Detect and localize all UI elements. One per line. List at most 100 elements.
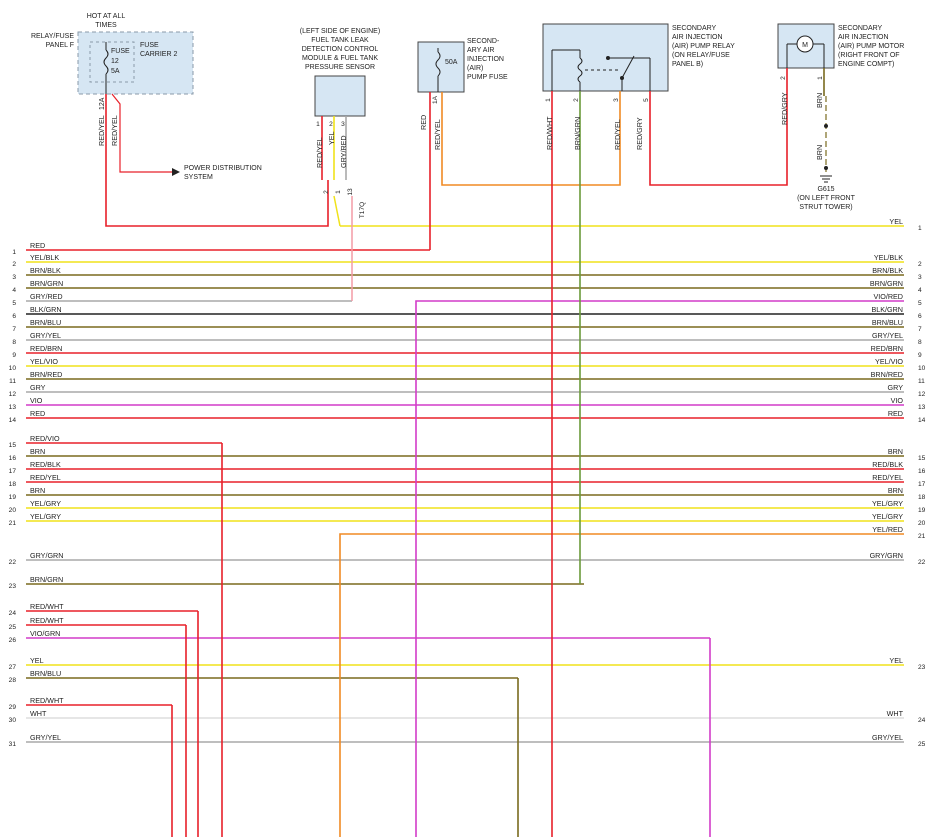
top-wire-label: RED/GRY — [635, 117, 644, 150]
top-wire-label: BRN — [815, 145, 824, 160]
row-label-left: RED/BRN — [30, 344, 62, 353]
row-number-right: 3 — [918, 274, 922, 281]
yel-top-number: 1 — [918, 225, 922, 232]
svg-text:PUMP FUSE: PUMP FUSE — [467, 74, 508, 81]
row-label-left: BRN/BLU — [30, 669, 61, 678]
wire-relay-red-gry — [649, 68, 788, 186]
wire-top-red-yel-1 — [105, 94, 329, 227]
row-label-left: RED — [30, 241, 45, 250]
fuse-rating: 5A — [111, 68, 120, 75]
svg-text:(ON LEFT FRONT: (ON LEFT FRONT — [797, 195, 856, 202]
fuse-number: 12 — [111, 58, 119, 65]
row-number-right: 17 — [918, 481, 926, 488]
top-wire-label: RED/WHT — [545, 116, 554, 150]
row-label-left: VIO — [30, 396, 43, 405]
row-label-right: YEL — [889, 656, 903, 665]
wire-air-fuse-red-yel — [441, 91, 621, 186]
relay-fuse-panel-line2: PANEL F — [46, 42, 74, 49]
row-number-right: 19 — [918, 507, 926, 514]
fuse-carrier-line2: CARRIER 2 — [140, 51, 177, 58]
row-number-left: 6 — [12, 313, 16, 320]
row-number-right: 18 — [918, 494, 926, 501]
row-number-left: 31 — [9, 741, 17, 748]
row-number-left: 12 — [9, 391, 17, 398]
svg-text:SECOND-: SECOND- — [467, 38, 500, 45]
row-label-right: GRY/YEL — [872, 331, 903, 340]
air-fuse-pin: 1A — [432, 95, 439, 104]
row-number-left: 22 — [9, 559, 17, 566]
row-label-left: GRY/YEL — [30, 733, 61, 742]
svg-text:PRESSURE SENSOR: PRESSURE SENSOR — [305, 64, 375, 71]
motor-symbol: M — [802, 42, 808, 49]
svg-text:(RIGHT FRONT OF: (RIGHT FRONT OF — [838, 52, 900, 59]
fuel-tank-leak-module: (LEFT SIDE OF ENGINE) FUEL TANK LEAK DET… — [300, 28, 380, 117]
row-label-right: RED — [888, 409, 903, 418]
row-label-left: GRY/GRN — [30, 551, 63, 560]
air-pump-motor: M SECONDARY AIR INJECTION (AIR) PUMP MOT… — [777, 23, 904, 69]
row-number-left: 24 — [9, 610, 17, 617]
row-label-right: VIO/RED — [873, 292, 903, 301]
svg-text:AIR INJECTION: AIR INJECTION — [672, 34, 723, 41]
row-number-right: 14 — [918, 417, 926, 424]
row-number-right: 23 — [918, 664, 926, 671]
motor-pin-number: 2 — [780, 76, 787, 80]
row-number-left: 15 — [9, 442, 17, 449]
top-wire-label: YEL — [327, 131, 336, 145]
relay-fuse-panel-line1: RELAY/FUSE — [31, 33, 74, 40]
row-number-right: 10 — [918, 365, 926, 372]
row-label-right: GRY/YEL — [872, 733, 903, 742]
row-label-right: YEL/GRY — [872, 512, 903, 521]
module-pin-number: 2 — [329, 121, 333, 128]
row-number-left: 9 — [12, 352, 16, 359]
row-label-left: RED/VIO — [30, 434, 60, 443]
row-label-left: GRY/YEL — [30, 331, 61, 340]
row-number-right: 16 — [918, 468, 926, 475]
row-number-left: 28 — [9, 677, 17, 684]
row-number-right: 24 — [918, 717, 926, 724]
row-label-left: YEL/GRY — [30, 512, 61, 521]
top-wire-label: RED/YEL — [110, 115, 119, 146]
power-distribution-line1: POWER DISTRIBUTION — [184, 165, 262, 172]
svg-text:PANEL B): PANEL B) — [672, 61, 703, 68]
row-label-left: BRN/RED — [30, 370, 62, 379]
row-number-left: 5 — [12, 300, 16, 307]
svg-text:AIR INJECTION: AIR INJECTION — [838, 34, 889, 41]
row-number-right: 4 — [918, 287, 922, 294]
row-label-right: BRN/GRN — [870, 279, 903, 288]
fuse-label: FUSE — [111, 48, 130, 55]
row-number-left: 26 — [9, 637, 17, 644]
air-pump-relay: SECONDARY AIR INJECTION (AIR) PUMP RELAY… — [542, 23, 735, 92]
air-pump-fuse: 50A SECOND- ARY AIR INJECTION (AIR) PUMP… — [417, 38, 508, 93]
svg-text:G615: G615 — [817, 186, 834, 193]
row-label-right: RED/BRN — [871, 344, 903, 353]
row-number-left: 19 — [9, 494, 17, 501]
row-number-left: 4 — [12, 287, 16, 294]
row-number-left: 20 — [9, 507, 17, 514]
fuse-carrier-line1: FUSE — [140, 42, 159, 49]
svg-text:(LEFT SIDE OF ENGINE): (LEFT SIDE OF ENGINE) — [300, 28, 380, 35]
row-number-right: 6 — [918, 313, 922, 320]
row-number-left: 29 — [9, 704, 17, 711]
row-number-left: 8 — [12, 339, 16, 346]
row-number-left: 18 — [9, 481, 17, 488]
row-label-right: GRY — [888, 383, 904, 392]
labels-layer: 1RED2YEL/BLK3BRN/BLK4BRN/GRN5GRY/RED6BLK… — [9, 76, 926, 748]
row-label-left: YEL — [30, 656, 44, 665]
row-label-left: WHT — [30, 709, 47, 718]
svg-text:(AIR): (AIR) — [467, 65, 483, 72]
row-number-left: 30 — [9, 717, 17, 724]
row-number-left: 3 — [12, 274, 16, 281]
svg-text:DETECTION CONTROL: DETECTION CONTROL — [302, 46, 379, 53]
row-label-right: RED/YEL — [872, 473, 903, 482]
row-label-left: YEL/BLK — [30, 253, 59, 262]
row-number-left: 1 — [12, 249, 16, 256]
row-label-right: RED/BLK — [872, 460, 903, 469]
yel-top-label: YEL — [889, 217, 903, 226]
connector-pin-number: 2 — [323, 190, 330, 194]
row-label-left: RED — [30, 409, 45, 418]
svg-text:MODULE & FUEL TANK: MODULE & FUEL TANK — [302, 55, 378, 62]
row-number-right: 22 — [918, 559, 926, 566]
row-label-right: YEL/VIO — [875, 357, 903, 366]
row-number-left: 21 — [9, 520, 17, 527]
